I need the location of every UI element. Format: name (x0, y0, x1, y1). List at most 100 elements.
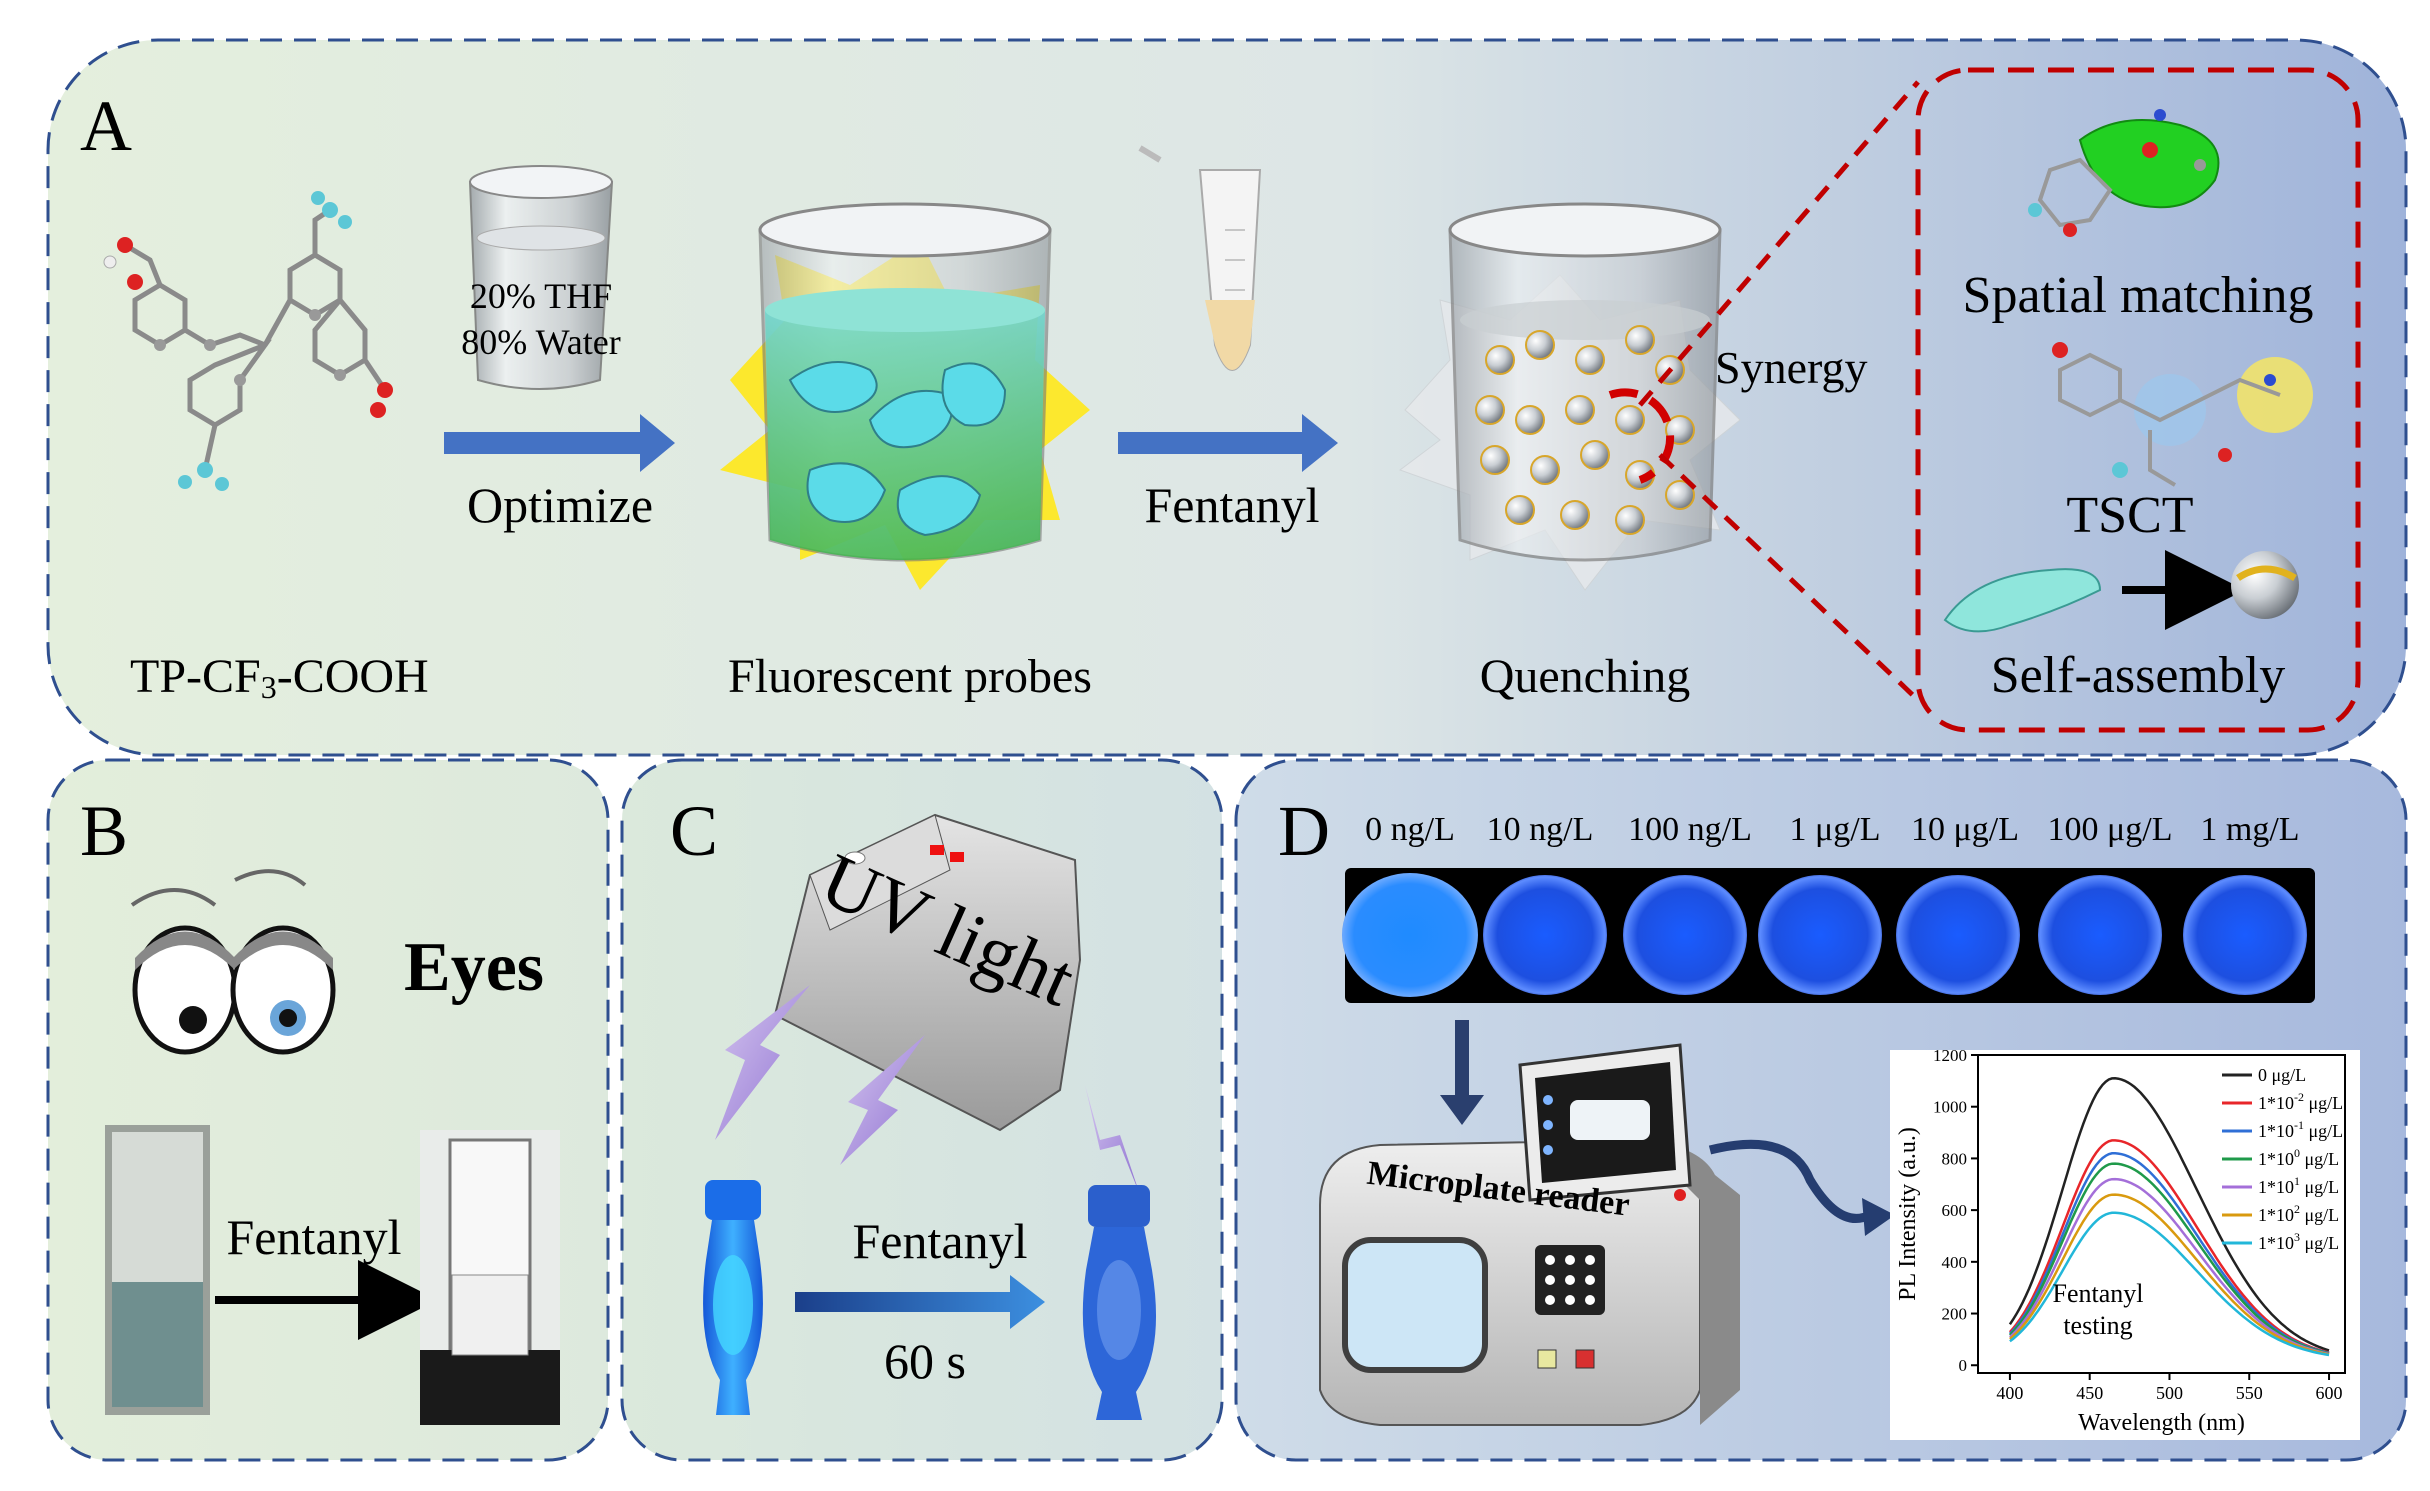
panel-b: B Eyes Fentanyl (46, 758, 610, 1462)
panel-a-letter: A (80, 86, 132, 166)
molecule-atoms (103, 191, 393, 491)
quench-nanoparticles (1475, 325, 1695, 535)
self-assembly-scheme (1943, 550, 2299, 633)
x-tick-label: 450 (2076, 1383, 2103, 1403)
conc-label: 0 ng/L (1365, 811, 1455, 848)
panel-c: C UV light Fentanyl 60 s (620, 758, 1224, 1462)
fentanyl-tube (1138, 145, 1262, 371)
series-line (2008, 1152, 2330, 1355)
legend-label: 1*101 μg/L (2258, 1174, 2339, 1197)
y-tick-label: 0 (1959, 1356, 1968, 1375)
fentanyl-arrow (1118, 414, 1338, 472)
legend-label: 1*102 μg/L (2258, 1202, 2339, 1225)
cuvette-before (105, 1125, 210, 1415)
tsct-model (2052, 342, 2313, 487)
solvent-line-1: 20% THF (470, 276, 612, 316)
concentration-labels: 0 ng/L 10 ng/L 100 ng/L 1 μg/L 10 μg/L 1… (1365, 811, 2299, 848)
conc-label: 100 ng/L (1628, 811, 1752, 848)
y-tick-label: 200 (1942, 1305, 1968, 1324)
uv-bolt-left (715, 985, 810, 1140)
series-line (2008, 1077, 2330, 1352)
well (1483, 875, 1607, 995)
conc-label: 10 ng/L (1487, 811, 1594, 848)
mechanism-tsct: TSCT (2066, 487, 2193, 544)
conc-label: 1 μg/L (1790, 811, 1881, 848)
panel-c-letter: C (670, 791, 718, 871)
cuvette-after (420, 1130, 560, 1425)
well (2183, 875, 2307, 995)
fentanyl-label-b: Fentanyl (227, 1209, 402, 1265)
legend-label: 1*10-1 μg/L (2258, 1118, 2343, 1141)
chart-note-line-2: testing (2063, 1311, 2132, 1340)
probes-label: Fluorescent probes (728, 650, 1092, 703)
series-line (2009, 1177, 2330, 1356)
optimize-label: Optimize (467, 477, 653, 533)
panel-d: D 0 ng/L 10 ng/L 100 ng/L 1 μg/L 10 μg/L… (1234, 758, 2408, 1462)
well (1896, 875, 2020, 995)
conc-label: 1 mg/L (2200, 811, 2299, 848)
optimize-arrow (444, 414, 675, 472)
x-tick-label: 500 (2156, 1383, 2183, 1403)
panel-a: A TP-CF3-COOH (46, 38, 2408, 757)
series-line (2008, 1139, 2330, 1354)
curve-arrow (1708, 1139, 1873, 1223)
mechanism-spatial-matching: Spatial matching (1963, 267, 2314, 324)
y-tick-label: 1200 (1933, 1046, 1967, 1065)
y-tick-label: 600 (1942, 1201, 1968, 1220)
fentanyl-label-c: Fentanyl (853, 1213, 1028, 1269)
y-tick-label: 800 (1942, 1149, 1968, 1168)
uv-bolt-right (1085, 1085, 1140, 1195)
panel-d-letter: D (1278, 791, 1330, 871)
legend-label: 1*100 μg/L (2258, 1146, 2339, 1169)
uv-bolt-middle (840, 1035, 925, 1165)
series-line (2009, 1211, 2330, 1357)
chart-frame (1977, 1054, 2346, 1374)
y-tick-label: 400 (1942, 1253, 1968, 1272)
arrow-c (795, 1275, 1045, 1329)
well (1758, 875, 1882, 995)
microplate-reader (1319, 1043, 1740, 1426)
down-arrow (1440, 1020, 1484, 1125)
time-label: 60 s (884, 1333, 966, 1389)
well (1342, 873, 1478, 997)
zoom-line-top (1638, 80, 1920, 407)
uv-lamp (773, 813, 1082, 1132)
x-tick-label: 600 (2316, 1383, 2343, 1403)
y-tick-label: 1000 (1933, 1098, 1967, 1117)
molecule-label: TP-CF3-COOH (130, 650, 429, 705)
mechanism-box (1915, 67, 2361, 733)
panel-b-letter: B (80, 791, 128, 871)
well-plate (1342, 868, 2315, 1003)
x-axis-label: Wavelength (nm) (2078, 1410, 2245, 1436)
well (1623, 875, 1747, 995)
series-line (2009, 1162, 2330, 1355)
curve-arrow-head (1862, 1198, 1895, 1236)
x-tick-label: 550 (2236, 1383, 2263, 1403)
well (2038, 875, 2162, 995)
legend-label: 1*103 μg/L (2258, 1230, 2339, 1253)
fentanyl-label-a: Fentanyl (1145, 477, 1320, 533)
highlight-circle (1608, 388, 1675, 484)
legend-label: 0 μg/L (2258, 1065, 2306, 1085)
legend-label: 1*10-2 μg/L (2258, 1090, 2343, 1113)
solvent-line-2: 80% Water (461, 322, 620, 362)
spatial-matching-model (2028, 109, 2220, 237)
chart-note-line-1: Fentanyl (2053, 1279, 2144, 1308)
cartoon-eyes-icon (130, 869, 336, 1055)
conc-label: 10 μg/L (1911, 811, 2019, 848)
eyes-label: Eyes (404, 929, 544, 1006)
vial-before (703, 1180, 763, 1415)
pl-spectra-chart: 400 450 500 550 600 0 200 400 600 800 1000 1200Wave… (1895, 1046, 2346, 1436)
x-tick-label: 400 (1996, 1383, 2023, 1403)
mechanism-self-assembly: Self-assembly (1991, 647, 2286, 704)
quench-label: Quenching (1480, 650, 1691, 703)
panel-a-frame (46, 38, 2408, 757)
chart-background (1890, 1050, 2360, 1440)
synergy-label: Synergy (1715, 342, 1868, 393)
series-line (2009, 1193, 2330, 1356)
vial-after (1082, 1185, 1157, 1420)
solvent-beaker (468, 165, 614, 390)
y-axis-label: PL Intensity (a.u.) (1895, 1127, 1921, 1301)
probe-aggregates (788, 361, 1007, 537)
